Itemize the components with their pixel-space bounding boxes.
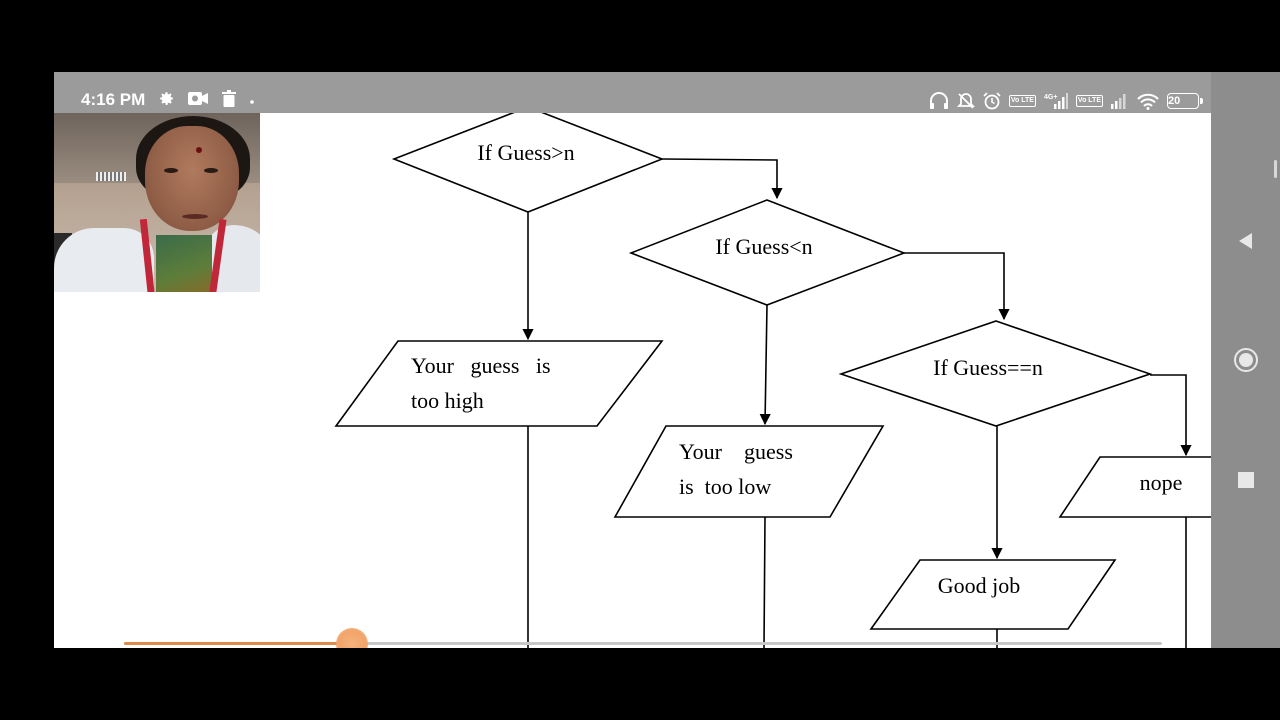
connector-arrow — [904, 252, 1010, 321]
output-label: Good job — [938, 573, 1021, 598]
video-camera-icon — [188, 91, 209, 111]
video-frame[interactable]: If Guess>n If Guess<n If Guess==n Your g… — [54, 72, 1211, 648]
connector-line — [763, 516, 766, 648]
decision-diamond-guess-less: If Guess<n — [628, 199, 907, 306]
output-label-line1: Your guess is — [411, 353, 551, 378]
network-label: 4G+ — [1044, 94, 1057, 101]
headphones-icon — [929, 92, 949, 110]
decision-label: If Guess==n — [933, 355, 1043, 380]
gear-icon — [158, 90, 175, 112]
status-time: 4:16 PM — [81, 90, 146, 109]
output-too-low: Your guess is too low — [613, 425, 885, 518]
webcam-overlay[interactable] — [54, 113, 260, 292]
video-progress-thumb[interactable] — [336, 628, 369, 648]
output-too-high: Your guess is too high — [334, 340, 664, 427]
signal-icon — [1111, 93, 1129, 109]
video-progress-fill — [124, 642, 353, 645]
output-nope: nope — [1058, 456, 1211, 518]
decision-label: If Guess<n — [715, 234, 812, 259]
dot-icon — [249, 92, 255, 110]
alarm-icon — [983, 92, 1001, 110]
decision-diamond-guess-greater: If Guess>n — [391, 106, 665, 213]
output-label-line1: Your guess — [679, 439, 793, 464]
back-triangle-icon[interactable] — [1233, 228, 1259, 254]
battery-icon: 20 — [1167, 93, 1203, 109]
connector-arrow — [661, 158, 783, 200]
scroll-indicator — [1274, 160, 1277, 178]
recents-square-icon[interactable] — [1233, 467, 1259, 493]
output-label: nope — [1140, 470, 1183, 495]
output-good-job: Good job — [869, 559, 1117, 630]
signal-4g-icon: 4G+ — [1044, 92, 1068, 110]
output-label-line2: too high — [411, 388, 484, 413]
home-circle-icon[interactable] — [1233, 347, 1259, 373]
decision-diamond-guess-equal: If Guess==n — [838, 320, 1153, 427]
connector-arrow — [759, 304, 771, 426]
volte-icon: Vo LTE — [1008, 95, 1036, 107]
video-progress-bar[interactable] — [124, 628, 1162, 648]
output-label-line2: is too low — [679, 474, 771, 499]
navigation-bar — [1211, 72, 1280, 648]
volte-icon: Vo LTE — [1075, 95, 1103, 107]
connector-arrow — [1150, 374, 1192, 457]
alarm-off-icon — [956, 92, 975, 110]
trash-icon — [221, 90, 236, 112]
wifi-icon — [1137, 93, 1159, 110]
flowchart-diagram: If Guess>n If Guess<n If Guess==n Your g… — [334, 72, 1211, 648]
decision-label: If Guess>n — [477, 140, 574, 165]
status-bar: 4:16 PM Vo LTE — [54, 72, 1211, 113]
